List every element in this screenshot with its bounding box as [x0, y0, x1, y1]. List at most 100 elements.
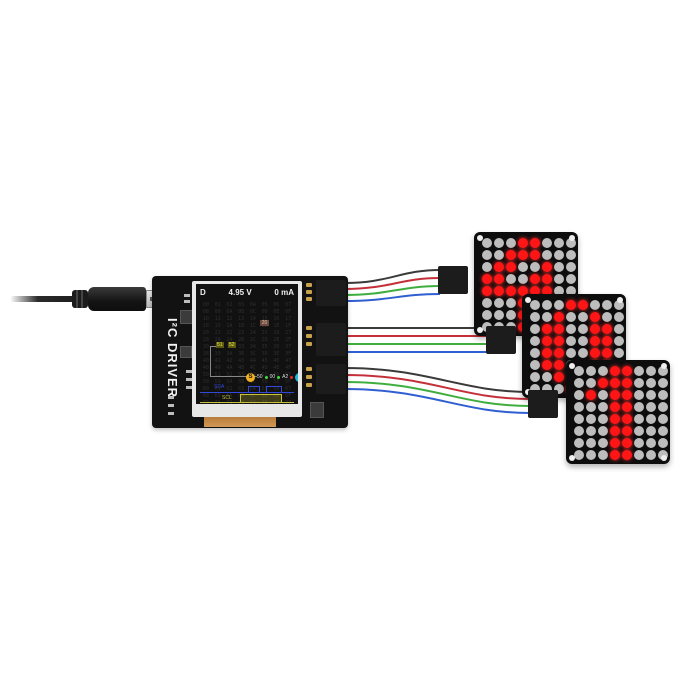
led-off	[634, 378, 644, 388]
led-on	[622, 438, 632, 448]
led-off	[530, 336, 540, 346]
led-on	[542, 348, 552, 358]
led-on	[610, 438, 620, 448]
led-off	[518, 274, 528, 284]
led-off	[646, 378, 656, 388]
led-off	[554, 250, 564, 260]
led-on	[610, 378, 620, 388]
smd-component	[168, 412, 174, 415]
led-off	[658, 366, 668, 376]
led-off	[658, 390, 668, 400]
header-pin	[306, 334, 312, 338]
led-off	[614, 336, 624, 346]
matrix-2-connector[interactable]	[486, 326, 516, 354]
address-cell: 6A	[226, 393, 233, 399]
led-off	[658, 414, 668, 424]
led-off	[578, 336, 588, 346]
led-on	[542, 286, 552, 296]
address-cell: 18	[202, 323, 209, 329]
address-cell: 67	[285, 386, 292, 392]
header-pin	[306, 342, 312, 346]
led-off	[566, 262, 576, 272]
address-cell: 4A	[226, 365, 233, 371]
led-off	[566, 324, 576, 334]
led-on	[482, 274, 492, 284]
led-on	[542, 274, 552, 284]
address-cell: 6F	[285, 393, 292, 399]
address-cell: 1A	[226, 323, 233, 329]
led-off	[586, 414, 596, 424]
header-connector-2[interactable]	[316, 323, 346, 356]
usb-cable	[10, 296, 80, 302]
address-cell: 3E	[273, 351, 280, 357]
led-off	[482, 298, 492, 308]
led-off	[574, 402, 584, 412]
led-off	[542, 312, 552, 322]
led-off	[530, 384, 540, 394]
address-cell: 30	[202, 344, 209, 350]
current-reading: 0 mA	[274, 288, 294, 297]
address-cell: 63	[238, 386, 245, 392]
led-off	[646, 426, 656, 436]
sda-pulse	[266, 386, 282, 392]
address-cell: 5A	[226, 379, 233, 385]
address-cell: 0E	[273, 309, 280, 315]
header-connector-1[interactable]	[316, 280, 346, 306]
address-cell: 2B	[238, 337, 245, 343]
address-cell: 5E	[273, 379, 280, 385]
led-off	[646, 390, 656, 400]
led-off	[566, 286, 576, 296]
address-cell: 53	[238, 372, 245, 378]
address-cell: 37	[285, 344, 292, 350]
led-on	[622, 414, 632, 424]
address-cell: 33	[238, 344, 245, 350]
led-on	[622, 450, 632, 460]
address-cell: 29	[214, 337, 221, 343]
header-connector-3[interactable]	[316, 364, 346, 394]
sda-pulse	[248, 386, 260, 392]
highlighted-address: 20	[260, 320, 269, 326]
led-off	[542, 372, 552, 382]
address-cell: 11	[214, 316, 221, 322]
address-cell: 0D	[261, 309, 268, 315]
led-off	[506, 298, 516, 308]
address-cell: 02	[226, 302, 233, 308]
address-cell: 2E	[273, 337, 280, 343]
led-off	[598, 366, 608, 376]
stop-badge: P	[295, 372, 298, 382]
led-off	[614, 312, 624, 322]
address-cell: 5D	[261, 379, 268, 385]
led-off	[574, 450, 584, 460]
led-off	[646, 366, 656, 376]
usb-plug	[88, 287, 146, 311]
led-on	[602, 324, 612, 334]
start-badge: S	[246, 372, 255, 382]
address-cell: 6B	[238, 393, 245, 399]
led-off	[530, 348, 540, 358]
address-cell: 65	[261, 386, 268, 392]
matrix-1-connector[interactable]	[438, 266, 468, 294]
mode-indicator: D	[200, 288, 206, 297]
led-off	[518, 262, 528, 272]
led-off	[634, 414, 644, 424]
address-cell: 17	[285, 316, 292, 322]
address-cell: 57	[285, 372, 292, 378]
led-off	[542, 238, 552, 248]
led-on	[530, 250, 540, 260]
header-pin	[306, 375, 312, 379]
led-on	[590, 312, 600, 322]
led-on	[610, 402, 620, 412]
led-off	[530, 372, 540, 382]
address-cell: 52	[226, 372, 233, 378]
led-on	[554, 372, 564, 382]
address-cell: 25	[261, 330, 268, 336]
led-on	[598, 378, 608, 388]
address-cell: 3C	[249, 351, 256, 357]
matrix-3-connector[interactable]	[528, 390, 558, 418]
led-off	[578, 312, 588, 322]
led-on	[506, 262, 516, 272]
led-off	[658, 426, 668, 436]
address-cell: 12	[226, 316, 233, 322]
smd-component	[168, 396, 174, 399]
led-on	[530, 286, 540, 296]
